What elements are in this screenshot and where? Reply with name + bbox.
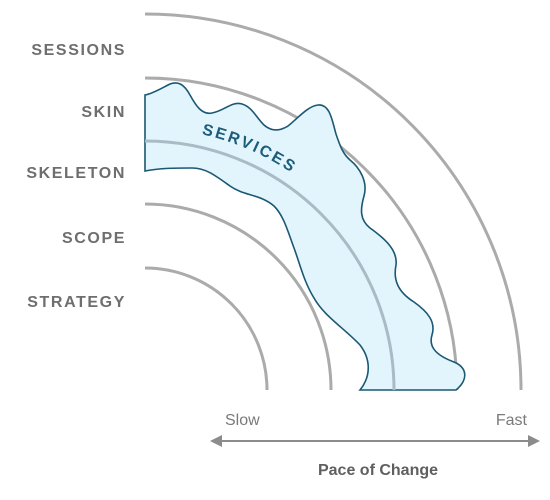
layer-label-sessions: SESSIONS — [31, 42, 126, 59]
ring-sessions — [144, 12, 523, 391]
axis-title: Pace of Change — [318, 462, 438, 479]
ring-strategy — [144, 266, 269, 391]
services-band — [144, 82, 466, 391]
layer-label-skeleton: SKELETON — [26, 165, 126, 182]
axis-arrowhead-left-icon — [210, 435, 222, 447]
layer-label-skin: SKIN — [81, 104, 126, 121]
ring-scope — [144, 202, 333, 391]
axis-label-slow: Slow — [225, 412, 260, 429]
layer-label-scope: SCOPE — [62, 230, 126, 247]
axis-arrowhead-right-icon — [528, 435, 540, 447]
layer-label-strategy: STRATEGY — [27, 294, 126, 311]
axis-label-fast: Fast — [496, 412, 528, 429]
ring-skin — [144, 76, 459, 391]
ring-services-center — [144, 139, 396, 391]
